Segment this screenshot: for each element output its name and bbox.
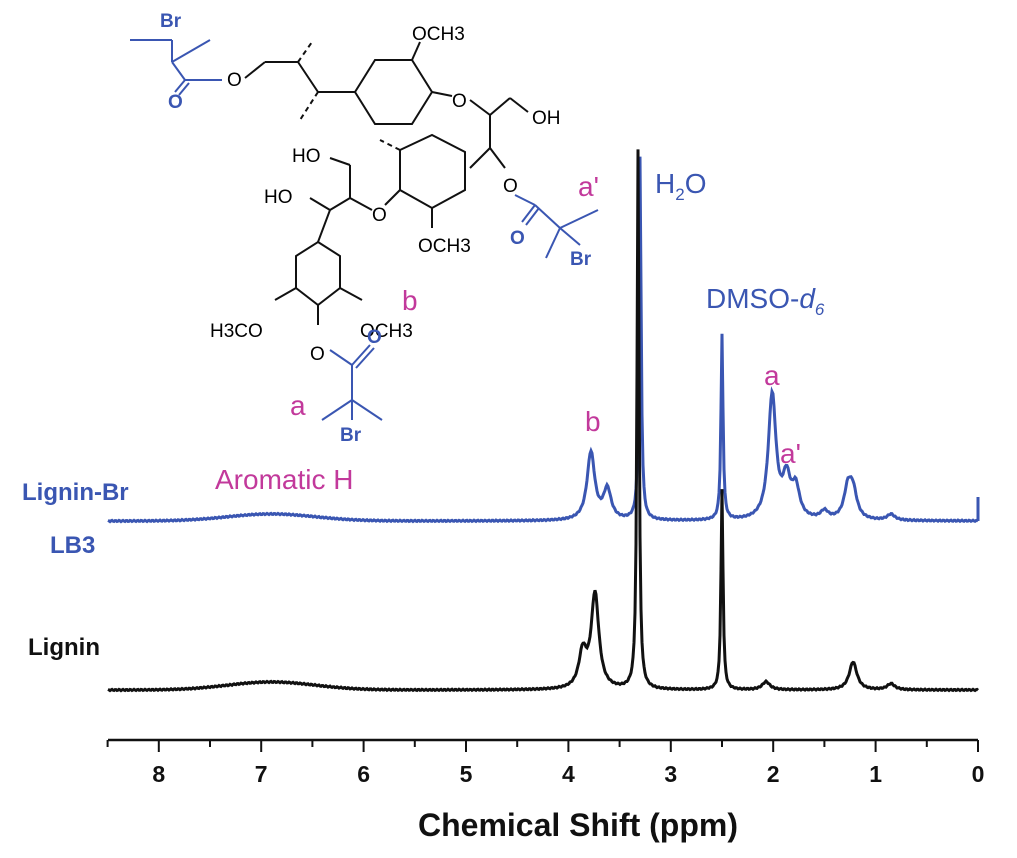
series-label-lb3: LB3: [50, 532, 95, 559]
structure-labels: Br O O OCH3 O OH HO HO O O O a' OCH3 Br …: [160, 11, 599, 446]
struct-o-top-carbonyl: O: [168, 92, 183, 113]
struct-o-phenol: O: [310, 344, 325, 365]
x-tick-label: 3: [664, 761, 677, 787]
series-line-lignin: [107, 149, 980, 693]
dmso-main: DMSO-: [706, 283, 799, 314]
struct-br-right: Br: [570, 249, 592, 270]
annotation-dmso: DMSO-d6: [706, 283, 825, 319]
struct-br-top: Br: [160, 11, 182, 32]
struct-ho-left-top: HO: [292, 146, 321, 167]
series-line-lignin-br: [107, 156, 980, 524]
h2o-tail: O: [685, 168, 707, 199]
x-tick-label: 5: [460, 761, 473, 787]
struct-o-carbonyl-right: O: [510, 228, 525, 249]
struct-och3-top: OCH3: [412, 24, 465, 45]
x-axis-title: Chemical Shift (ppm): [418, 807, 738, 843]
spectra-plot: [107, 149, 980, 693]
struct-a: a: [290, 390, 306, 421]
series-label-lignin-br: Lignin-Br: [22, 479, 129, 506]
h2o-main: H: [655, 168, 675, 199]
dmso-italic: d: [799, 283, 816, 314]
struct-a-prime: a': [578, 171, 599, 202]
struct-ho-left: HO: [264, 187, 293, 208]
x-tick-label: 8: [152, 761, 165, 787]
annotation-peak-a-prime: a': [780, 438, 801, 469]
struct-br-bottom: Br: [340, 425, 362, 446]
x-tick-label: 0: [972, 761, 985, 787]
struct-b: b: [402, 285, 418, 316]
series-label-lignin: Lignin: [28, 634, 100, 661]
struct-oh-top: OH: [532, 108, 561, 129]
x-tick-label: 4: [562, 761, 575, 787]
chemical-structure: [130, 39, 599, 421]
struct-o-ester-right: O: [503, 176, 518, 197]
x-axis: 8 7 6 5 4 3 2 1 0: [106, 738, 985, 787]
struct-o-ether-mid: O: [372, 205, 387, 226]
struct-o-ether-top: O: [452, 91, 467, 112]
dmso-sub: 6: [815, 300, 825, 319]
h2o-sub: 2: [675, 185, 684, 204]
x-tick-label: 1: [869, 761, 882, 787]
annotation-aromatic-h: Aromatic H: [215, 464, 353, 495]
struct-h3co: H3CO: [210, 321, 263, 342]
struct-o-top-ester: O: [227, 70, 242, 91]
x-tick-label: 7: [255, 761, 268, 787]
annotation-peak-b: b: [585, 406, 601, 437]
struct-och3-mid: OCH3: [418, 236, 471, 257]
x-tick-label: 6: [357, 761, 370, 787]
annotation-h2o: H2O: [655, 168, 706, 204]
x-tick-label: 2: [767, 761, 780, 787]
struct-o-carbonyl-bottom: O: [367, 327, 382, 348]
annotation-peak-a: a: [764, 360, 780, 391]
struct-och3-bottom: OCH3: [360, 321, 413, 342]
